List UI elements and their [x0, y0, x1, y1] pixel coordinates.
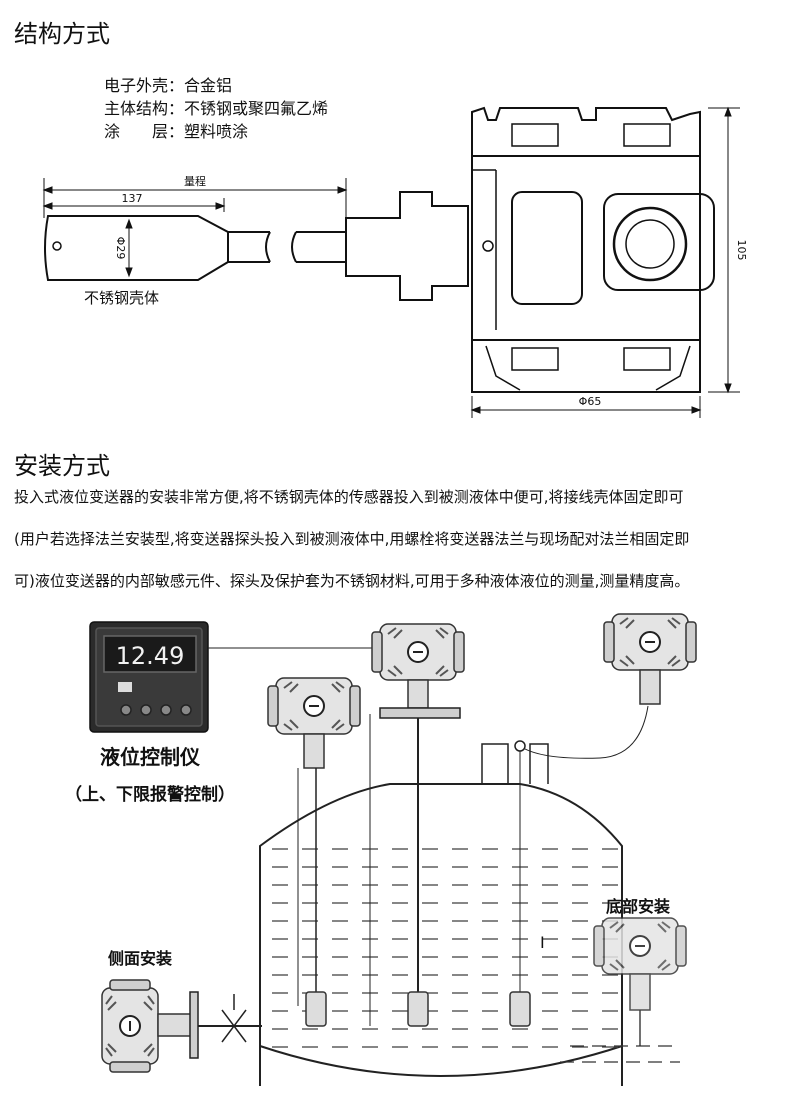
bottom-mount-label: 底部安装: [606, 897, 670, 916]
level-mark: I: [540, 933, 545, 952]
transmitter-top-left: [267, 677, 361, 1027]
height-dimension: [708, 106, 740, 394]
structure-drawing: 量程 137 Φ29 不锈钢壳体: [42, 106, 748, 418]
range-label: 量程: [184, 175, 206, 188]
liquid-bottom: [560, 1045, 680, 1063]
controller-label: 液位控制仪: [100, 745, 201, 769]
width-dimension: [470, 396, 702, 418]
description-line: (用户若选择法兰安装型,将变送器探头投入到被测液体中,用螺栓将变送器法兰与现场配…: [14, 530, 690, 548]
spec-item-body: 主体结构：不锈钢或聚四氟乙烯: [104, 97, 328, 120]
width-label: Φ65: [579, 395, 602, 408]
controller-display: 12.49: [116, 642, 185, 670]
height-label: 105: [735, 240, 748, 261]
spec-item-coating: 涂 层：塑料喷涂: [104, 120, 328, 143]
spec-value: 塑料喷涂: [184, 122, 249, 141]
installation-figure: 12.49 液位控制仪 （上、下限报警控制） I 侧面安装: [65, 613, 697, 1086]
spec-label: 主体结构：: [104, 99, 185, 118]
transmitter-side: [101, 979, 262, 1073]
spec-item-housing: 电子外壳：合金铝: [104, 74, 328, 97]
length-label: 137: [122, 192, 143, 205]
spec-list: 电子外壳：合金铝 主体结构：不锈钢或聚四氟乙烯 涂 层：塑料喷涂: [104, 74, 328, 143]
installation-description: 投入式液位变送器的安装非常方便,将不锈钢壳体的传感器投入到被测液体中便可,将接线…: [14, 486, 784, 612]
probe-body: [44, 215, 229, 281]
side-mount-label: 侧面安装: [108, 949, 172, 968]
controller-sublabel: （上、下限报警控制）: [65, 784, 235, 805]
level-controller: [89, 621, 209, 733]
signal-wire: [519, 705, 649, 759]
description-line: 投入式液位变送器的安装非常方便,将不锈钢壳体的传感器投入到被测液体中便可,将接线…: [14, 488, 684, 506]
transmitter-housing: [471, 106, 715, 393]
spec-value: 不锈钢或聚四氟乙烯: [184, 99, 329, 118]
spec-label: 涂 层：: [104, 122, 185, 141]
probe-diameter-label: Φ29: [114, 237, 127, 260]
spec-label: 电子外壳：: [104, 76, 185, 95]
cable: [228, 231, 346, 263]
tank: [259, 743, 623, 1086]
transmitter-bottom: [593, 917, 687, 1046]
cable-gland: [345, 191, 469, 301]
range-dimension: [42, 178, 348, 218]
structure-title: 结构方式: [14, 20, 110, 48]
probe-vent-hole: [52, 241, 62, 251]
transmitter-flange: [369, 623, 465, 1027]
probe-diameter-dimension: [125, 218, 133, 278]
probe-caption: 不锈钢壳体: [84, 289, 159, 307]
description-line: 可)液位变送器的内部敏感元件、探头及保护套为不锈钢材料,可用于多种液体液位的测量…: [14, 572, 690, 590]
transmitter-remote: [509, 613, 697, 1027]
installation-title: 安装方式: [14, 452, 110, 480]
length-dimension: [42, 198, 226, 212]
spec-value: 合金铝: [184, 76, 233, 95]
